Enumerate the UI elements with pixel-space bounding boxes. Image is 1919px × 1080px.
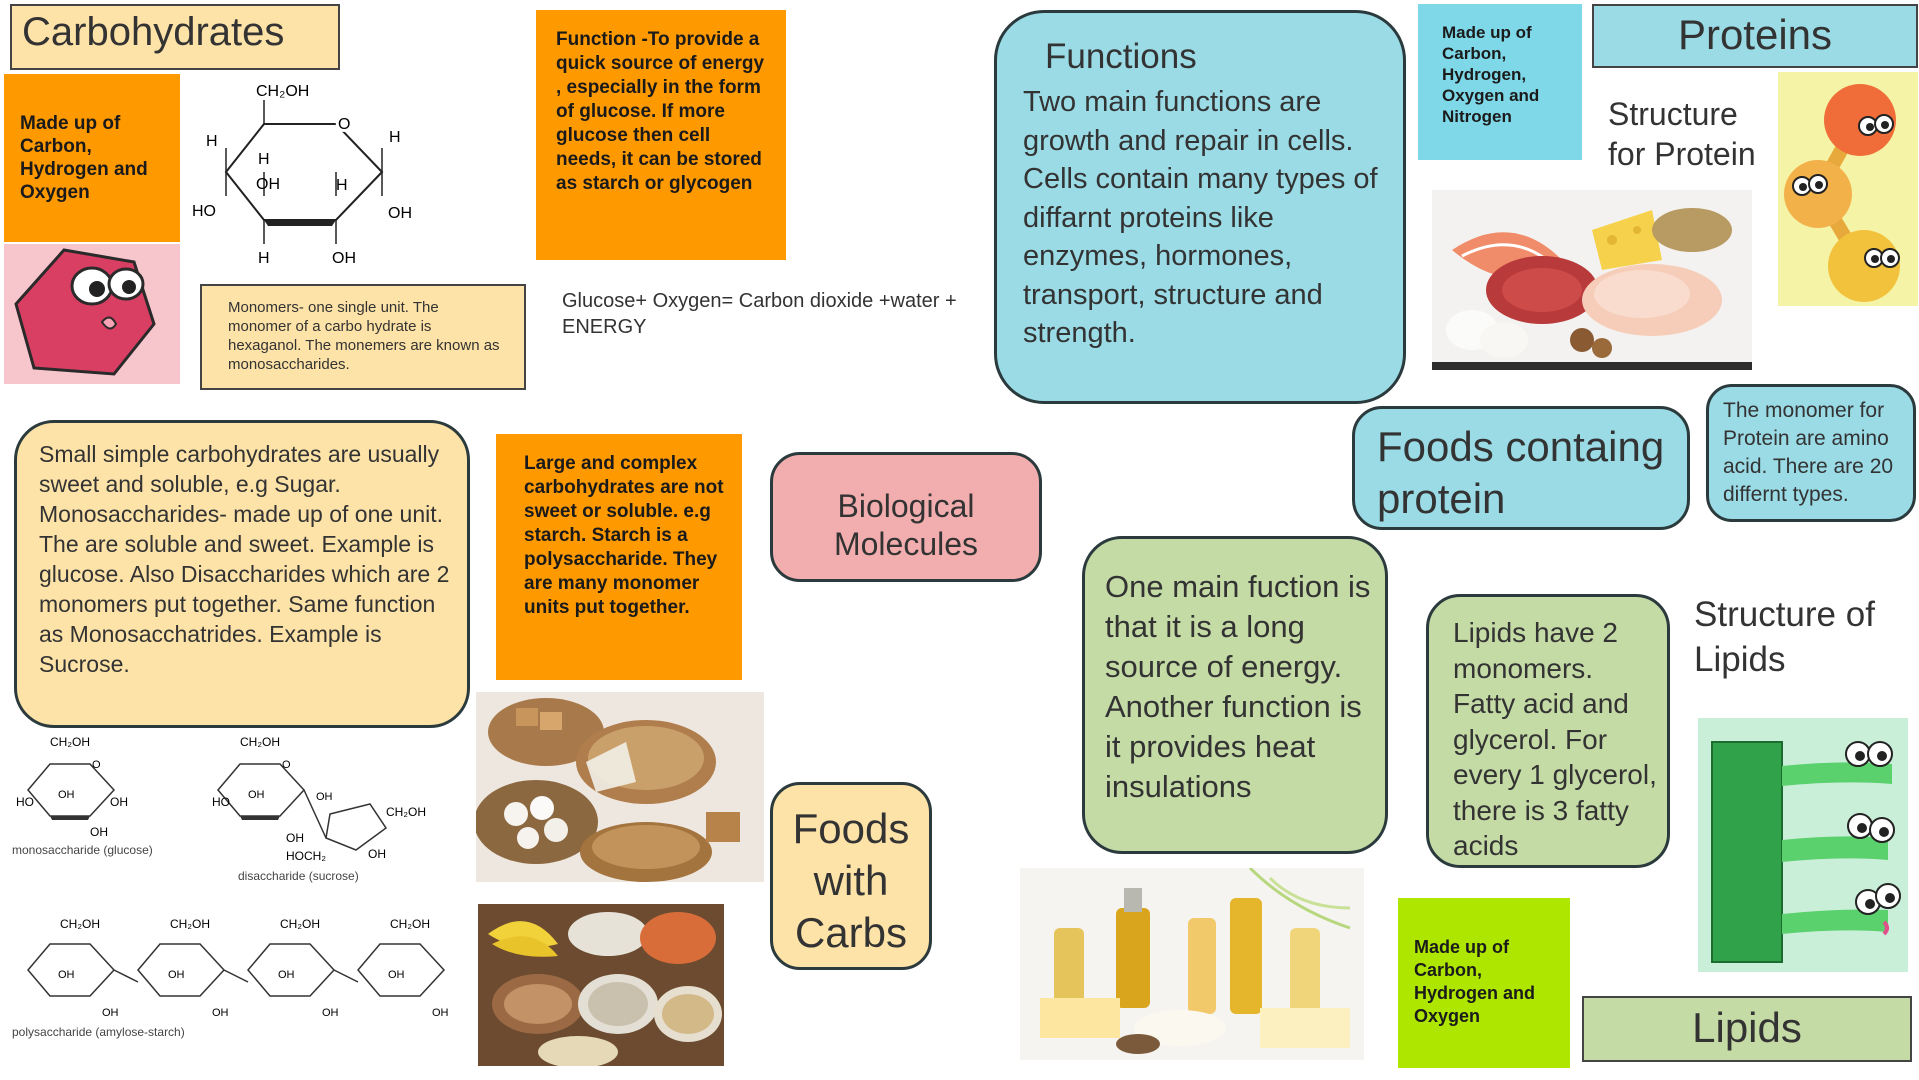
lipids-function-text: One main fuction is that it is a long so… [1105,569,1371,804]
foods-with-carbs-text: Foods with Carbs [792,805,910,956]
structure-protein-label: Structure for Protein [1608,94,1782,174]
poly-oh-4b: OH [432,1007,449,1019]
poly-ring-3: CH₂OH OH OH [247,917,339,1019]
mono-di-saccharide-diagram: CH₂OH HO OH OH O OH monosaccharide (gluc… [10,734,460,894]
di-oh-label-1: OH [248,789,265,801]
glucose-h-label-1: H [206,133,218,150]
polysaccharide-label: polysaccharide (amylose-starch) [12,1025,185,1039]
polysaccharide-diagram: CH₂OH OH OH CH₂OH OH OH CH₂OH OH OH CH₂O… [10,912,470,1042]
monosaccharide-label: monosaccharide (glucose) [12,843,153,857]
foods-with-carbs-box: Foods with Carbs [770,782,932,970]
foods-containing-protein-text: Foods containg protein [1377,423,1665,522]
complex-carbs-box: Large and complex carbohydrates are not … [496,434,742,680]
carbohydrates-title-text: Carbohydrates [22,10,285,54]
protein-made-up-text: Made up of Carbon, Hydrogen, Oxygen and … [1442,23,1540,126]
protein-functions-heading: Functions [1045,37,1197,76]
biological-molecules-box: Biological Molecules [770,452,1042,582]
protein-monomer-text: The monomer for Protein are amino acid. … [1723,399,1894,506]
glucose-o-label: O [338,116,350,133]
glucose-oh-label-1: OH [256,176,280,193]
glucose-oh-label-3: OH [332,250,356,267]
lipids-monomers-text: Lipids have 2 monomers. Fatty acid and g… [1453,617,1657,861]
glucose-structure-diagram: CH₂OH O O H H H OH H HO OH H OH [186,76,416,276]
poly-ring-4: CH₂OH OH OH [357,917,449,1019]
structure-protein-text: Structure for Protein [1608,96,1756,172]
lipids-function-box: One main fuction is that it is a long so… [1082,536,1388,854]
poly-ring-2: CH₂OH OH OH [137,917,229,1019]
protein-made-up-box: Made up of Carbon, Hydrogen, Oxygen and … [1418,4,1582,160]
glucose-h-label-5: H [258,250,270,267]
complex-carbs-text: Large and complex carbohydrates are not … [524,453,724,618]
mono-o-label: O [92,759,101,771]
protein-functions-box: Functions Two main functions are growth … [994,10,1406,404]
proteins-title: Proteins [1592,4,1918,68]
di-ch2oh-label-1: CH₂OH [240,735,280,749]
di-hoch2-label: HOCH₂ [286,849,326,863]
simple-carbs-box: Small simple carbohydrates are usually s… [14,420,470,728]
amino-acid-chain-icon [1778,72,1918,306]
protein-monomer-box: The monomer for Protein are amino acid. … [1706,384,1916,522]
foods-containing-protein-box: Foods containg protein [1352,406,1690,530]
poly-oh-4: OH [388,969,405,981]
poly-oh-3b: OH [322,1007,339,1019]
monomers-text: Monomers- one single unit. The monomer o… [228,299,500,373]
poly-oh-1: OH [58,969,75,981]
di-oh-label-2: OH [316,791,333,803]
hexagon-character-icon [4,244,180,384]
mono-ho-label: HO [16,795,34,809]
glucose-ho-label: HO [192,203,216,220]
di-oh-label-3: OH [286,831,304,845]
lipids-made-up-box: Made up of Carbon, Hydrogen and Oxygen [1398,898,1570,1068]
oils-photo [1020,868,1364,1060]
carbs-function-text: Function -To provide a quick source of e… [556,29,765,194]
protein-functions-text: Two main functions are growth and repair… [1023,86,1378,349]
carbs-function-box: Function -To provide a quick source of e… [536,10,786,260]
di-ch2oh-label-2: CH₂OH [386,805,426,819]
lipids-monomers-box: Lipids have 2 monomers. Fatty acid and g… [1426,594,1670,868]
carb-foods-photo [478,904,724,1066]
respiration-equation-text: Glucose+ Oxygen= Carbon dioxide +water +… [562,290,957,338]
lipids-title: Lipids [1582,996,1912,1062]
poly-ch2oh-1: CH₂OH [60,917,100,931]
lipids-made-up-text: Made up of Carbon, Hydrogen and Oxygen [1414,937,1536,1026]
poly-oh-1b: OH [102,1007,119,1019]
structure-lipids-label: Structure of Lipids [1694,592,1914,682]
biological-molecules-text: Biological Molecules [833,488,979,562]
poly-ch2oh-3: CH₂OH [280,917,320,931]
simple-carbs-text: Small simple carbohydrates are usually s… [39,441,450,677]
glucose-ch2oh-label: CH₂OH [256,83,309,100]
poly-oh-2: OH [168,969,185,981]
glucose-oh-label-2: OH [388,205,412,222]
di-oh-label-4: OH [368,847,386,861]
carbohydrates-title: Carbohydrates [10,4,340,70]
disaccharide-label: disaccharide (sucrose) [238,869,359,883]
di-o-label-1: O [282,759,291,771]
lipid-character-icon [1698,718,1908,972]
sugar-photo [476,692,764,882]
poly-oh-3: OH [278,969,295,981]
proteins-title-text: Proteins [1677,11,1833,58]
poly-ring-1: CH₂OH OH OH [27,917,119,1019]
glucose-h-label-3: H [389,129,401,146]
mono-oh-label-3: OH [90,825,108,839]
carbs-made-up-box: Made up of Carbon, Hydrogen and Oxygen [4,74,180,242]
glucose-h-label-2: H [258,151,270,168]
respiration-equation: Glucose+ Oxygen= Carbon dioxide +water +… [562,288,990,340]
monomers-box: Monomers- one single unit. The monomer o… [200,284,526,390]
mono-ch2oh-label: CH₂OH [50,735,90,749]
di-ho-label: HO [212,795,230,809]
poly-ch2oh-4: CH₂OH [390,917,430,931]
svg-text:O: O [338,116,350,133]
protein-foods-photo [1432,190,1752,370]
poly-oh-2b: OH [212,1007,229,1019]
lipids-title-text: Lipids [1692,1004,1802,1051]
mono-oh-label-1: OH [110,795,128,809]
carbs-made-up-text: Made up of Carbon, Hydrogen and Oxygen [20,113,148,203]
poly-ch2oh-2: CH₂OH [170,917,210,931]
structure-lipids-text: Structure of Lipids [1694,595,1875,679]
mono-oh-label-2: OH [58,789,75,801]
glucose-h-label-4: H [336,177,348,194]
